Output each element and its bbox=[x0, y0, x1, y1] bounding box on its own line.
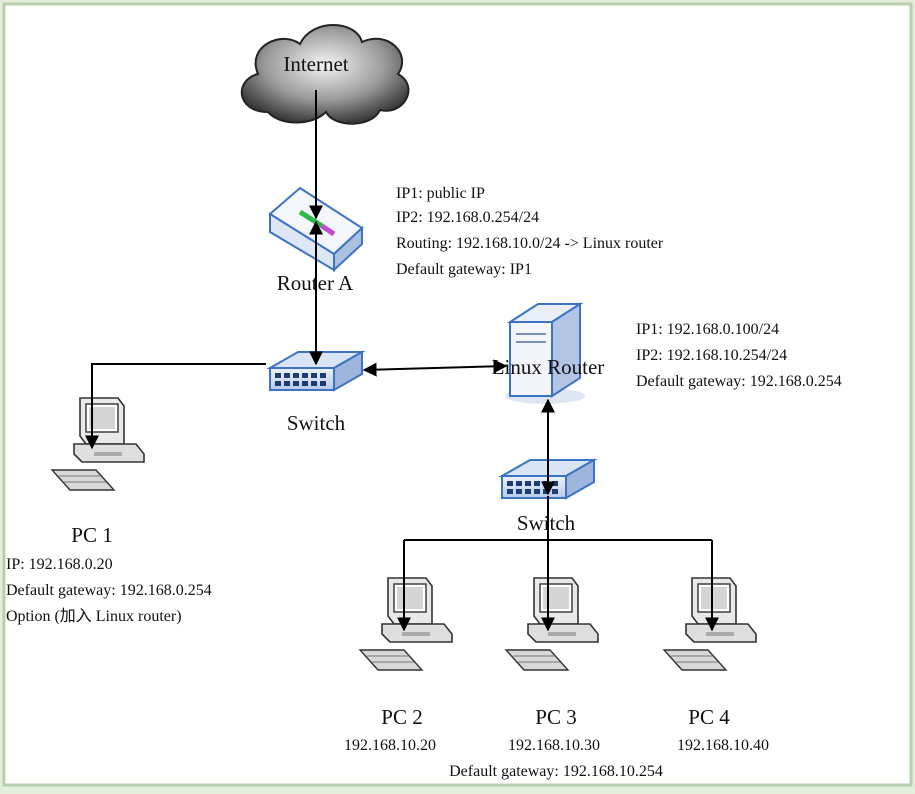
pc3-label: PC 3 bbox=[535, 705, 576, 729]
router-a-info-4: Default gateway: IP1 bbox=[396, 261, 532, 278]
pc1-info-3: Option (加入 Linux router) bbox=[6, 607, 182, 625]
linux-router-info-1: IP1: 192.168.0.100/24 bbox=[636, 321, 779, 338]
internet-label: Internet bbox=[283, 52, 348, 76]
main-switch-label: Switch bbox=[287, 411, 346, 435]
pc2-ip: 192.168.10.20 bbox=[344, 737, 436, 754]
pc4-label: PC 4 bbox=[688, 705, 730, 729]
lan-gateway-label: Default gateway: 192.168.10.254 bbox=[449, 763, 663, 780]
lan-switch-label: Switch bbox=[517, 511, 576, 535]
pc1-label: PC 1 bbox=[71, 523, 112, 547]
pc4-ip: 192.168.10.40 bbox=[677, 737, 769, 754]
pc1-info-1: IP: 192.168.0.20 bbox=[6, 556, 113, 573]
router-a-info-1: IP1: public IP bbox=[396, 185, 485, 202]
link-switch-linux-router bbox=[362, 359, 508, 377]
router-a-info-3: Routing: 192.168.10.0/24 -> Linux router bbox=[396, 235, 664, 252]
router-a-info-2: IP2: 192.168.0.254/24 bbox=[396, 209, 539, 226]
connections bbox=[85, 90, 719, 632]
linux-router-info-3: Default gateway: 192.168.0.254 bbox=[636, 373, 842, 390]
server-icon bbox=[505, 302, 585, 404]
pc3-ip: 192.168.10.30 bbox=[508, 737, 600, 754]
pc1-info-2: Default gateway: 192.168.0.254 bbox=[6, 582, 212, 599]
linux-router-label: Linux Router bbox=[492, 355, 605, 379]
internet-cloud-icon bbox=[240, 24, 410, 125]
link-switch-pc1 bbox=[85, 363, 266, 450]
pc2-label: PC 2 bbox=[381, 705, 422, 729]
linux-router-info-2: IP2: 192.168.10.254/24 bbox=[636, 347, 787, 364]
